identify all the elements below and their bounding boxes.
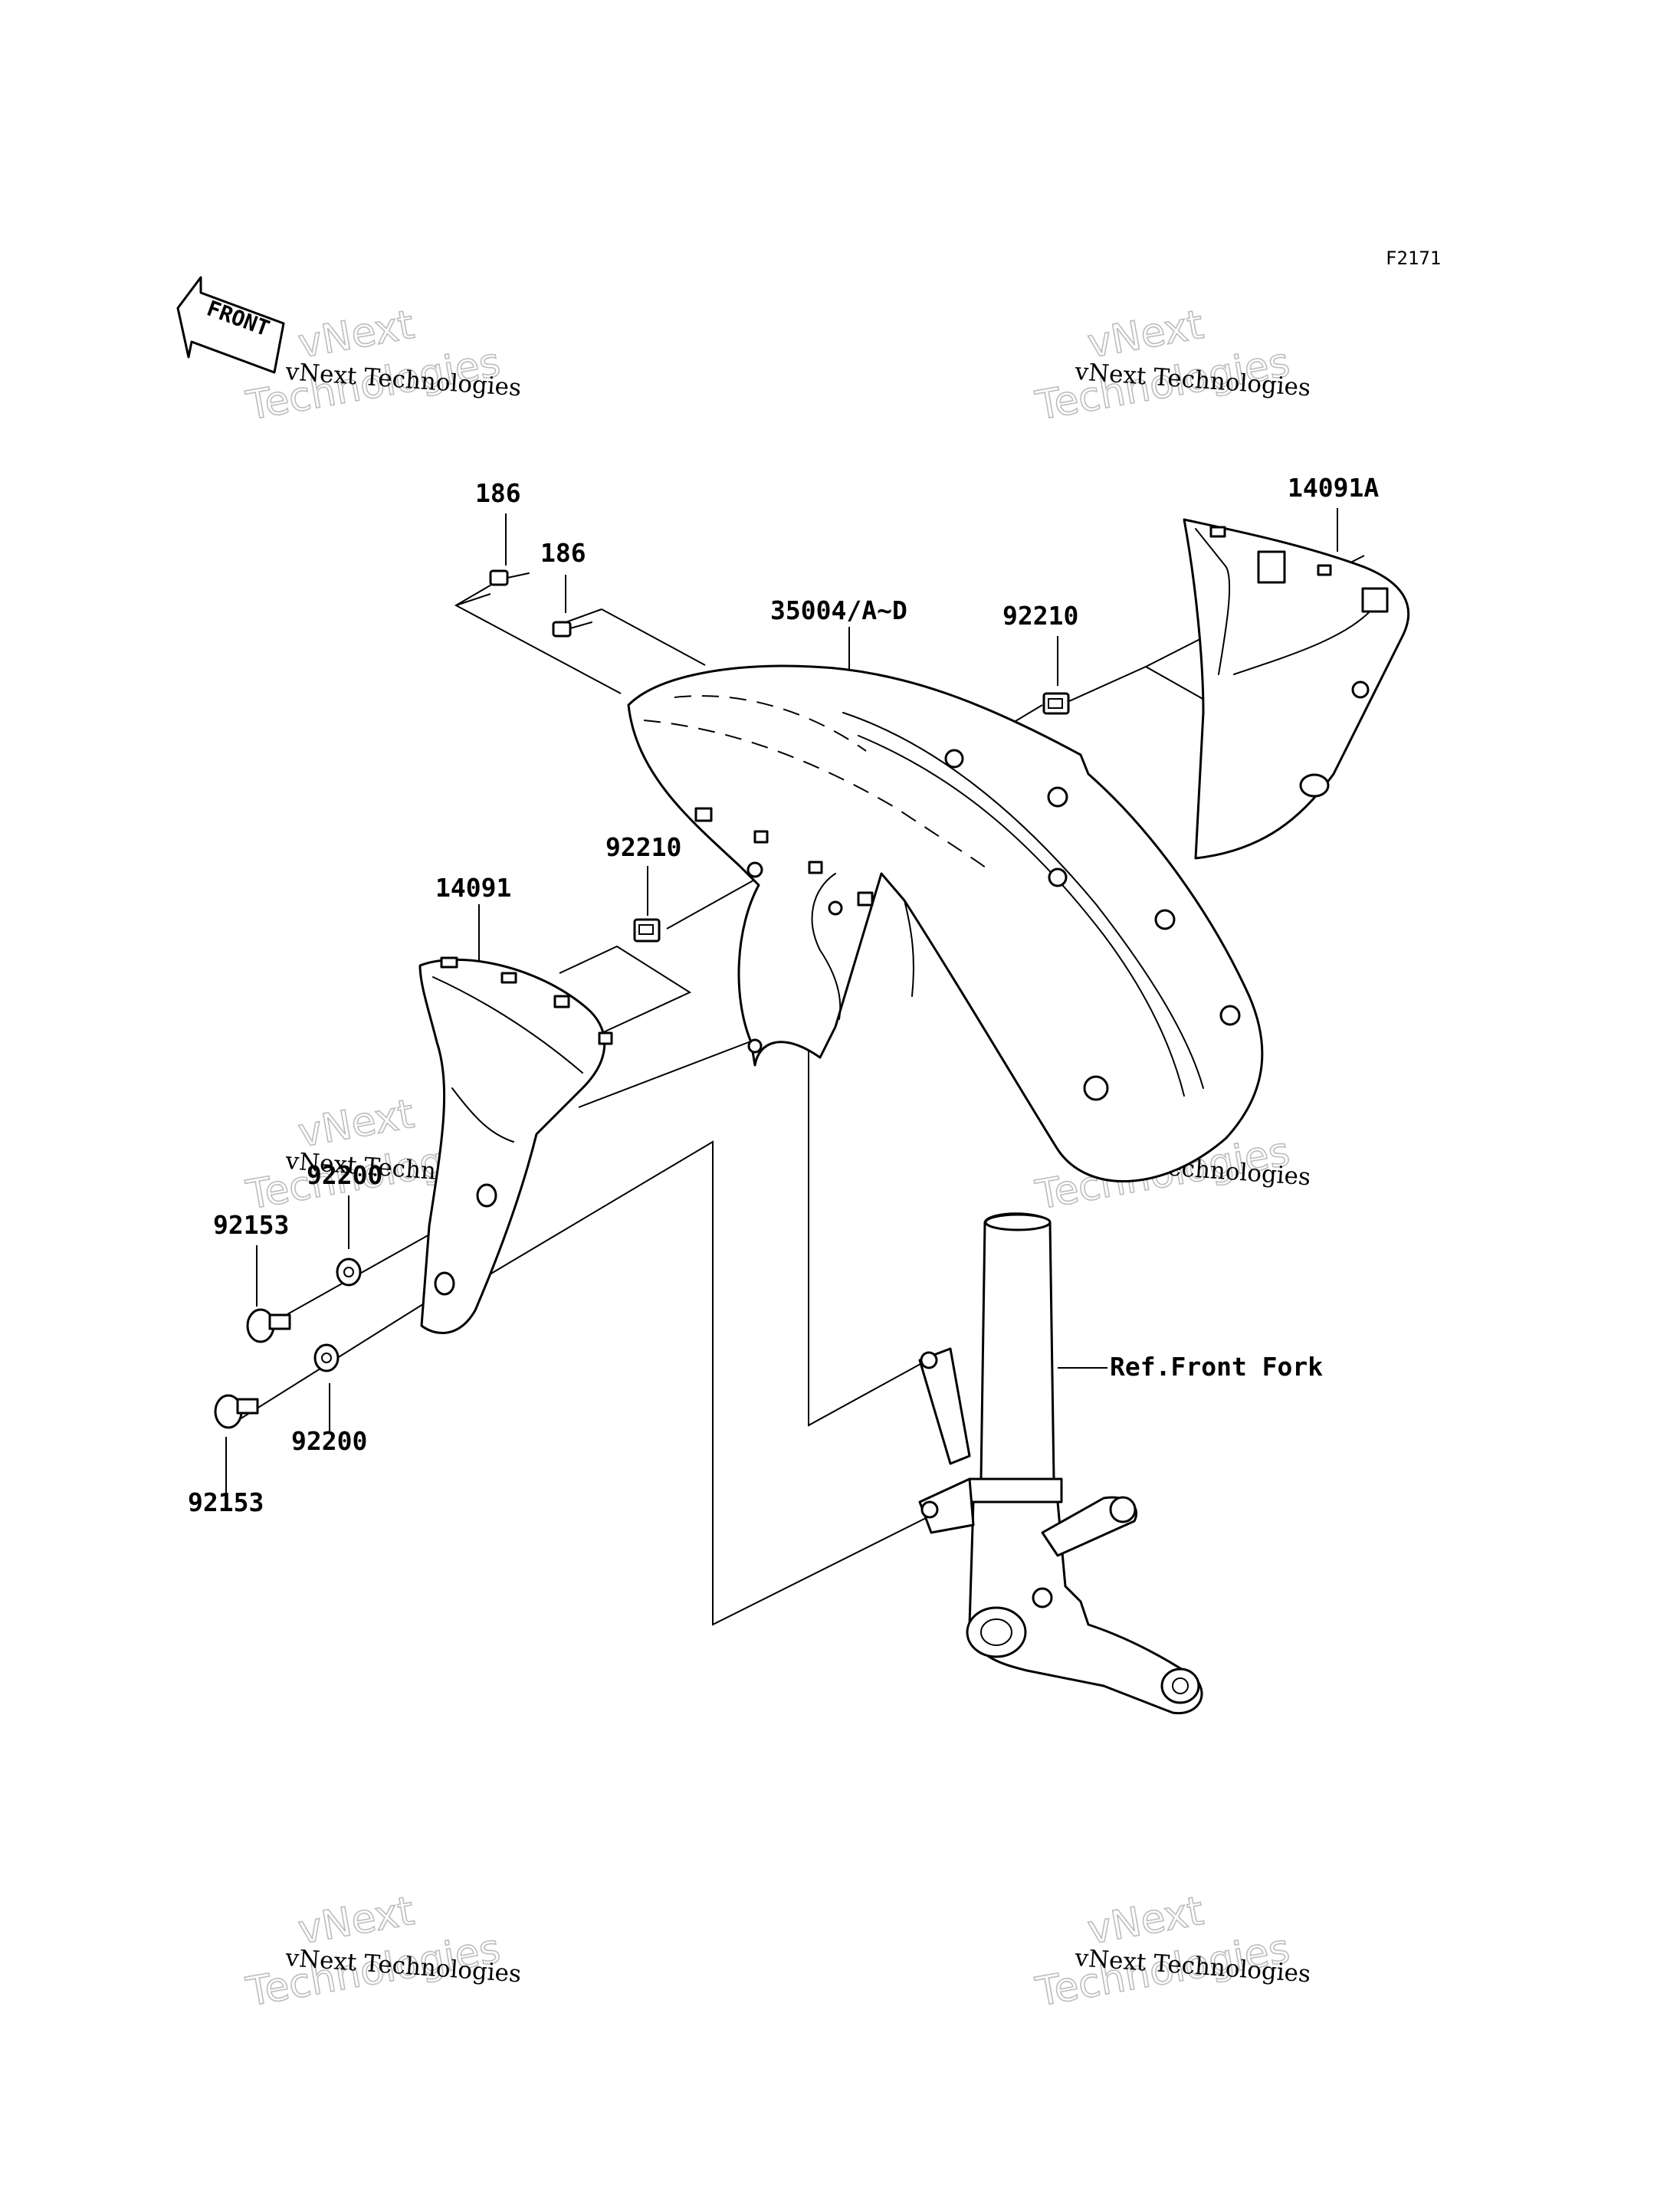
label-35004: 35004/A~D	[770, 595, 907, 625]
label-14091a: 14091A	[1288, 473, 1379, 503]
label-92153-top: 92153	[213, 1210, 289, 1240]
front-fork	[918, 1212, 1203, 1715]
washer-92200-top-icon	[336, 1258, 362, 1287]
label-186-b: 186	[540, 538, 586, 568]
leader-lines	[225, 508, 1365, 1626]
watermark-top-right: vNext Technologies	[1032, 301, 1294, 430]
label-front-fork-ref: Ref.Front Fork	[1110, 1352, 1323, 1382]
front-fender	[627, 664, 1264, 1183]
label-92200-bottom: 92200	[291, 1426, 367, 1456]
front-arrow-icon: FRONT	[176, 276, 285, 374]
label-14091: 14091	[435, 873, 511, 903]
bolt-92153-top-icon	[246, 1308, 291, 1343]
label-92200-top: 92200	[307, 1160, 382, 1190]
washer-92200-bottom-icon	[313, 1343, 340, 1372]
nut-92210-right-icon	[1042, 692, 1070, 715]
label-92210-left: 92210	[605, 832, 681, 862]
watermark-bottom-left: vNext Technologies	[242, 1887, 504, 2016]
fender-cover-right	[1183, 518, 1410, 860]
bolt-186-b-icon	[552, 621, 592, 638]
label-92153-bottom: 92153	[188, 1487, 264, 1517]
label-186-a: 186	[475, 478, 521, 508]
fender-cover-left	[418, 956, 613, 1335]
watermark-bottom-right: vNext Technologies	[1032, 1887, 1294, 2016]
figure-code: F2171	[1386, 248, 1441, 269]
nut-92210-left-icon	[633, 918, 661, 943]
label-92210-right: 92210	[1002, 601, 1078, 631]
bolt-186-a-icon	[489, 569, 530, 586]
bolt-92153-bottom-icon	[214, 1394, 259, 1429]
